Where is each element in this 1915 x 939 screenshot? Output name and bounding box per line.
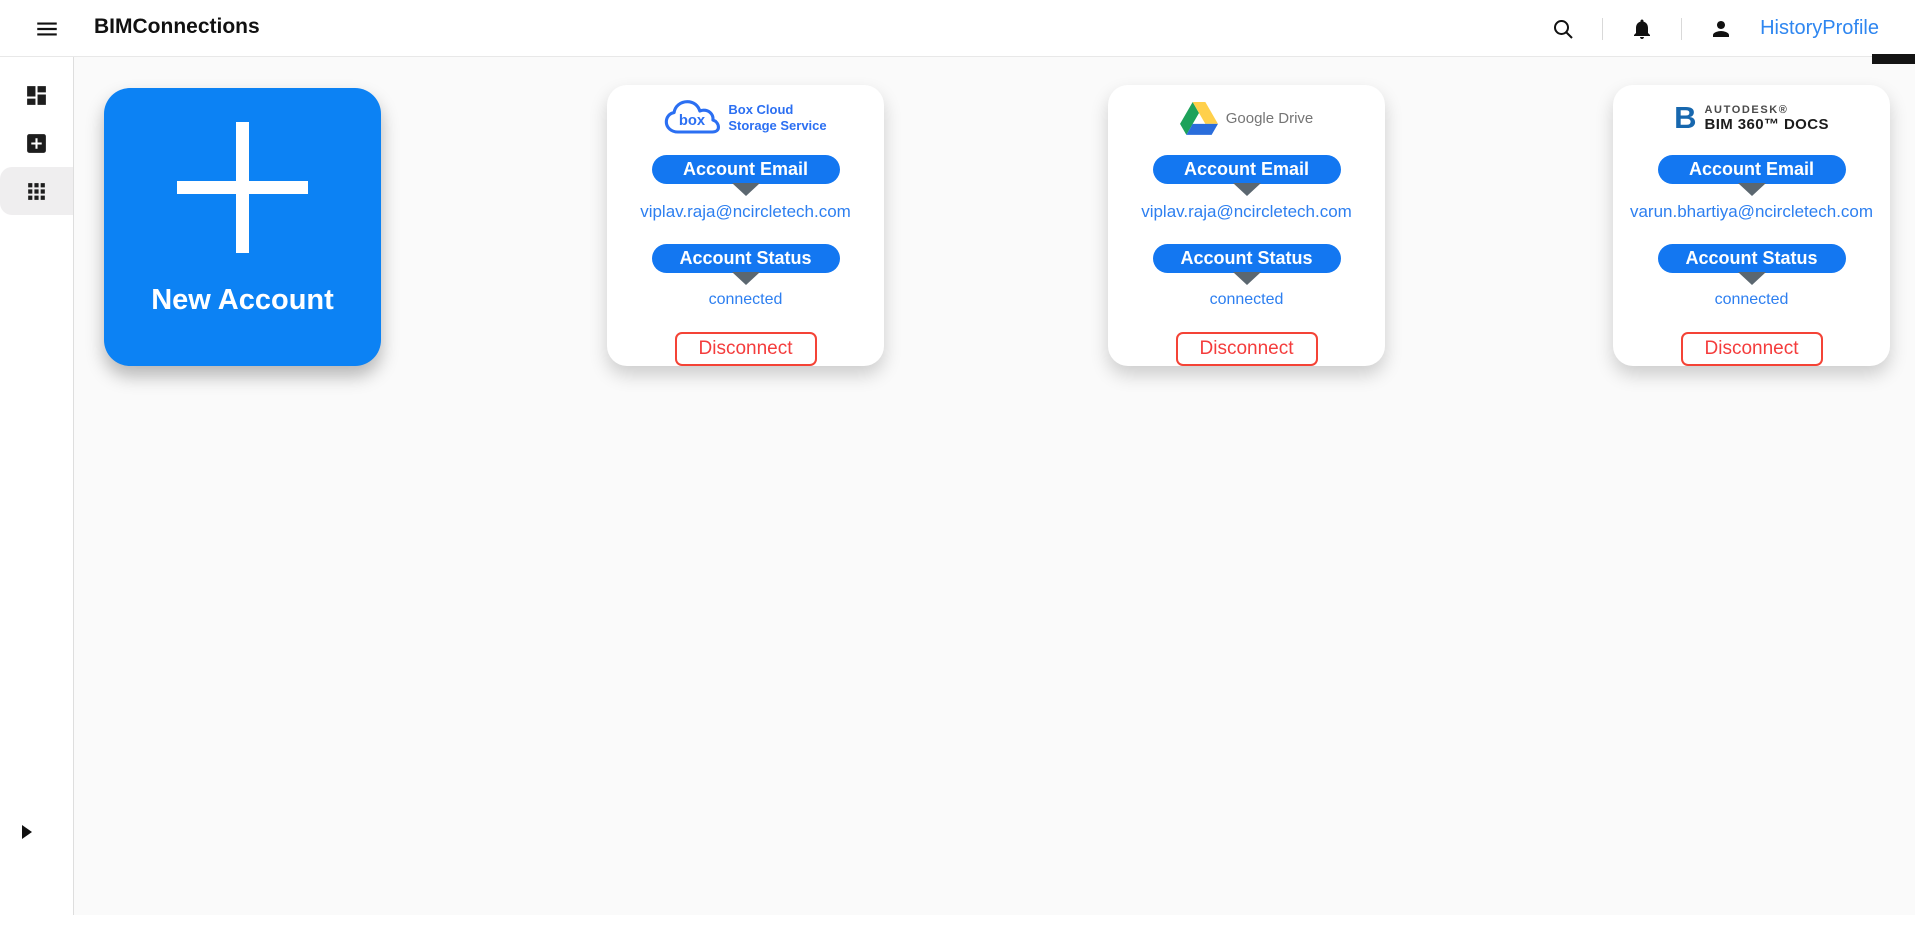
provider-logo-row: box Box Cloud Storage Service [664,99,827,137]
account-status-value: connected [1209,291,1284,308]
sidebar-item-new-connection[interactable] [0,119,73,167]
profile-link[interactable]: Profile [1822,17,1879,39]
provider-logo-row: B AUTODESK® BIM 360™ DOCS [1674,99,1829,137]
account-email-label: Account Email [651,155,840,184]
page-title: BIMConnections [94,15,260,38]
account-email-bubble: Account Email [1152,155,1341,196]
account-card-box: box Box Cloud Storage Service Account Em… [607,85,884,366]
menu-icon[interactable] [32,14,62,44]
caret-down-icon [731,272,760,285]
provider-name: Google Drive [1225,109,1314,127]
sidebar-item-connections[interactable] [0,167,73,215]
account-email-label: Account Email [1657,155,1846,184]
search-icon[interactable] [1550,16,1576,42]
provider-logo-row: Google Drive [1179,99,1314,137]
page-bottom-strip [0,915,1915,939]
box-logo-text: box [679,113,706,129]
disconnect-button[interactable]: Disconnect [674,332,817,366]
provider-name-line1: Box Cloud [728,102,794,118]
account-email-label: Account Email [1152,155,1341,184]
caret-down-icon [1737,183,1766,196]
google-drive-logo [1179,101,1218,135]
main-content: New Account box Box Cloud Storage Servic… [74,57,1915,915]
provider-name: AUTODESK® BIM 360™ DOCS [1704,104,1828,133]
account-email-bubble: Account Email [651,155,840,196]
account-card-bim360: B AUTODESK® BIM 360™ DOCS Account Email … [1613,85,1890,366]
new-account-card[interactable]: New Account [104,88,381,366]
provider-name-line2: BIM 360™ DOCS [1704,115,1829,133]
add-box-icon [27,133,46,153]
caret-down-icon [1232,272,1261,285]
account-status-value: connected [1714,291,1789,308]
apps-grid-icon [28,182,45,200]
plus-icon [104,88,381,366]
caret-down-icon [731,183,760,196]
account-status-bubble: Account Status [1152,244,1341,285]
history-link[interactable]: History [1760,17,1823,39]
new-account-label: New Account [151,284,334,316]
scrollbar-thumb[interactable] [1872,54,1915,64]
bell-icon[interactable] [1629,16,1655,42]
account-status-label: Account Status [1657,244,1846,273]
bim360-logo: B [1674,100,1697,136]
caret-down-icon [1232,183,1261,196]
account-status-value: connected [708,291,783,308]
account-status-label: Account Status [651,244,840,273]
provider-name-line2: Storage Service [728,118,827,133]
sidebar [0,57,74,915]
disconnect-button[interactable]: Disconnect [1175,332,1318,366]
account-email-value: viplav.raja@ncircletech.com [640,202,851,221]
dashboard-icon [27,85,46,105]
right-arrow-icon[interactable] [22,825,32,839]
account-status-bubble: Account Status [1657,244,1846,285]
account-status-label: Account Status [1152,244,1341,273]
divider [1602,17,1604,40]
caret-down-icon [1737,272,1766,285]
account-email-value: viplav.raja@ncircletech.com [1141,202,1352,221]
provider-name-line1: AUTODESK® [1704,103,1789,116]
person-icon[interactable] [1708,16,1734,42]
provider-name: Box Cloud Storage Service [728,102,826,133]
account-email-bubble: Account Email [1657,155,1846,196]
disconnect-button[interactable]: Disconnect [1680,332,1823,366]
box-cloud-logo: box [665,100,721,134]
divider [1681,17,1683,40]
account-card-google-drive: Google Drive Account Email viplav.raja@n… [1108,85,1385,366]
sidebar-item-dashboard[interactable] [0,71,73,119]
account-status-bubble: Account Status [651,244,840,285]
account-email-value: varun.bhartiya@ncircletech.com [1629,202,1874,221]
